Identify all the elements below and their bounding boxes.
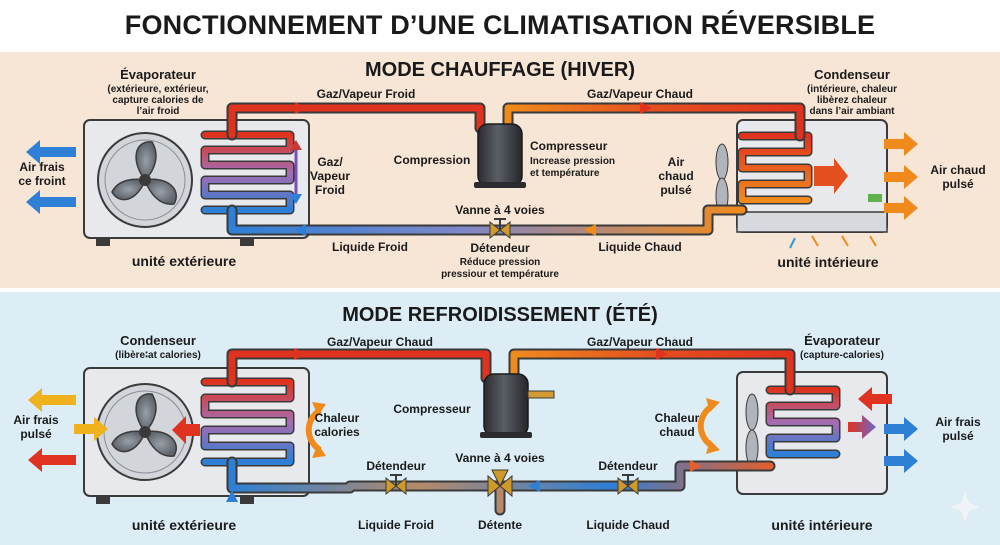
heating-pipes [226,102,806,236]
cooling-outdoor-air-arrows-icon [28,388,108,472]
heating-evaporator-desc-2: capture calories de [112,95,204,106]
cooling-outdoor-coil [200,377,295,467]
blower-icon [745,393,759,467]
heating-indoor-air-arrows-icon [884,132,918,220]
heating-inner-gas-label-3: Froid [315,183,345,197]
cooling-outdoor-heat-label-1: Chaleur [315,411,360,425]
heating-pipe-top-left-label: Gaz/Vapeur Froid [317,87,416,101]
cooling-outdoor-heat-release-icon [305,402,326,458]
heating-inner-air-label-3: pulsé [660,183,692,197]
heating-outdoor-air-arrows-icon [26,140,76,214]
cooling-four-way-valve [487,469,513,498]
cooling-pipe-bottom-mid-label: Détente [478,518,522,532]
cooling-pipes [226,348,796,516]
heating-flow-arrows [294,102,652,236]
sparkle-icon [950,492,980,522]
cooling-pipe-bottom-left-label: Liquide Froid [358,518,434,532]
cooling-indoor-air-label-2: pulsé [942,429,974,443]
cooling-outdoor-air-label-1: Air frais [13,413,59,427]
cooling-outdoor-heat-label-2: calories [314,425,360,439]
heating-mode-title: MODE CHAUFFAGE (HIVER) [365,59,635,81]
cooling-pipe-bottom-right-label: Liquide Chaud [586,518,669,532]
heating-compressor-desc-2: et température [530,168,600,179]
cooling-compressor [480,373,555,438]
heating-indoor-heat-arrow-icon [814,158,848,194]
heating-inner-air-label-1: Air [668,155,685,169]
heating-indoor-coil [737,131,813,205]
cooling-expansion-right-label: Détendeur [598,459,658,473]
heating-evaporator-desc-3: l’air froid [137,106,180,117]
heating-outdoor-air-label-2: ce froint [18,174,65,188]
heating-evaporator-name: Évaporateur [120,67,196,82]
heating-compressor-name: Compresseur [530,139,608,153]
cooling-flow-arrows [226,348,702,502]
heating-pipe-top-right-label: Gaz/Vapeur Chaud [587,87,693,101]
cooling-indoor-air-arrows-icon [848,387,918,473]
heating-expansion-valve [489,218,511,240]
cooling-indoor-heat-label-1: Chaleur [655,411,700,425]
heating-pipe-bottom-right-label: Liquide Chaud [598,240,681,254]
cooling-outdoor-heat-arrow-icon [172,416,200,444]
cooling-expansion-valve-left [385,474,407,496]
heating-expansion-name: Détendeur [470,241,530,255]
cooling-outdoor-air-label-2: pulsé [20,427,52,441]
heating-outdoor-air-label-1: Air frais [19,160,65,174]
cooling-evaporator-name: Évaporateur [804,333,880,348]
cooling-pipe-top-right-label: Gaz/Vapeur Chaud [587,335,693,349]
heating-expansion-desc-2: pressiour et température [441,269,559,280]
heating-inner-air-label-2: chaud [658,169,693,183]
heating-compression-label: Compression [394,153,471,167]
heating-inner-gas-label-2: Vapeur [310,169,350,183]
cooling-mode-title: MODE REFROIDISSEMENT (ÉTÉ) [342,303,658,326]
cooling-pipe-top-left-label: Gaz/Vapeur Chaud [327,335,433,349]
heating-return-air-icon [789,235,877,249]
heating-expansion-desc-1: Réduce pression [460,257,541,268]
heating-indoor-unit-label: unité intérieure [777,254,878,270]
heating-condenser-desc-1: (intérieure, chaleur [807,84,897,95]
cooling-compressor-label: Compresseur [393,402,471,416]
heating-evaporator-desc-1: (extérieure, extérieur, [107,84,208,95]
heating-pipe-bottom-left-label: Liquide Froid [332,240,408,254]
heating-inner-gas-label-1: Gaz/ [317,155,343,169]
cooling-indoor-unit-label: unité intérieure [771,517,872,533]
page-title: FONCTIONNEMENT D’UNE CLIMATISATION RÉVER… [125,9,876,40]
heating-gas-direction-icon [290,140,302,204]
heating-outdoor-coil [200,130,295,215]
heating-indoor-air-label-1: Air chaud [930,163,985,177]
cooling-outdoor-unit-label: unité extérieure [132,517,236,533]
cooling-condenser-desc: (libère∶at calories) [115,350,201,361]
fan-icon [111,393,177,457]
cooling-indoor-coil [765,385,841,459]
fan-icon [111,141,177,205]
cooling-expansion-valve-right [617,474,639,496]
cooling-valve-label: Vanne à 4 voies [455,451,545,465]
heating-condenser-name: Condenseur [814,67,890,82]
heating-compressor [474,123,526,188]
heating-indoor-air-label-2: pulsé [942,177,974,191]
cooling-indoor-heat-label-2: chaud [659,425,694,439]
cooling-indoor-heat-absorb-icon [697,398,720,454]
cooling-condenser-name: Condenseur [120,333,196,348]
heating-compressor-desc-1: Increase pression [530,156,615,167]
cooling-expansion-left-label: Détendeur [366,459,426,473]
heating-condenser-desc-2: libèrez chaleur [817,95,887,106]
cooling-evaporator-desc: (capture-calories) [800,350,884,361]
heating-condenser-desc-3: dans l’air ambiant [809,106,895,117]
cooling-indoor-air-label-1: Air frais [935,415,981,429]
heating-outdoor-unit-label: unité extérieure [132,253,236,269]
heating-valve-label: Vanne à 4 voies [455,203,545,217]
